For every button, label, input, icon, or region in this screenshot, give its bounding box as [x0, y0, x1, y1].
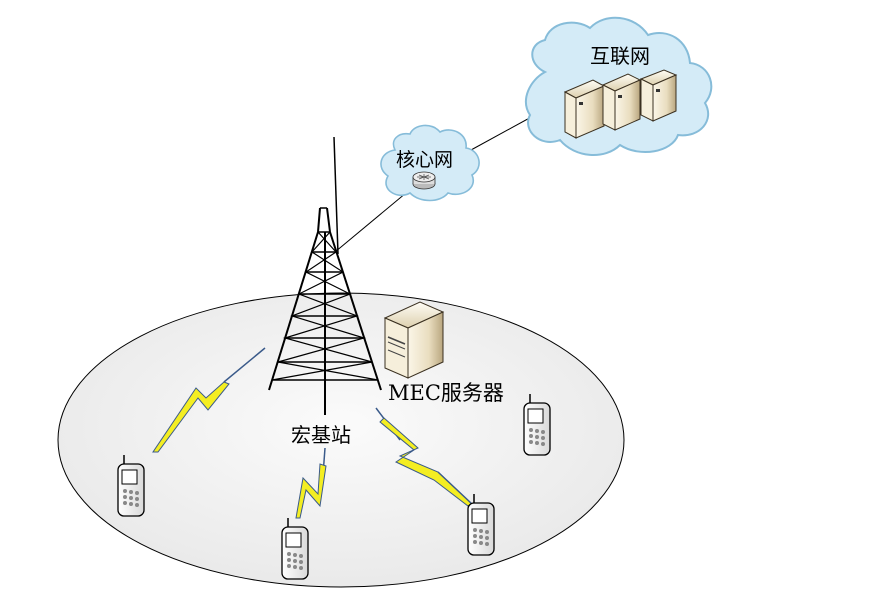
mobile-phone-icon: [281, 518, 309, 580]
mec-server: MEC服务器: [383, 301, 504, 405]
tower-icon: [268, 136, 382, 415]
mec-server-label: MEC服务器: [388, 381, 504, 405]
core-network-label: 核心网: [396, 149, 453, 171]
lightning-icon: [152, 347, 266, 453]
lightning-icon: [295, 447, 327, 519]
server-icon: [383, 301, 445, 379]
internet-label: 互联网: [590, 44, 650, 68]
link-tower-core: [334, 187, 413, 253]
core-network-cloud: 核心网: [380, 124, 480, 202]
server-icon: [601, 73, 642, 131]
mobile-phone-icon: [467, 494, 495, 556]
lightning-icon: [375, 407, 473, 507]
cloud-icon: [380, 124, 480, 202]
macro-base-station-label: 宏基站: [291, 423, 351, 447]
mobile-phone-icon: [523, 394, 551, 456]
server-icon: [639, 69, 678, 122]
link-core-internet: [470, 114, 536, 151]
router-icon: [412, 171, 436, 190]
internet-cloud: 互联网: [525, 16, 713, 157]
server-icon: [563, 79, 606, 139]
mobile-phone-icon: [117, 455, 145, 517]
